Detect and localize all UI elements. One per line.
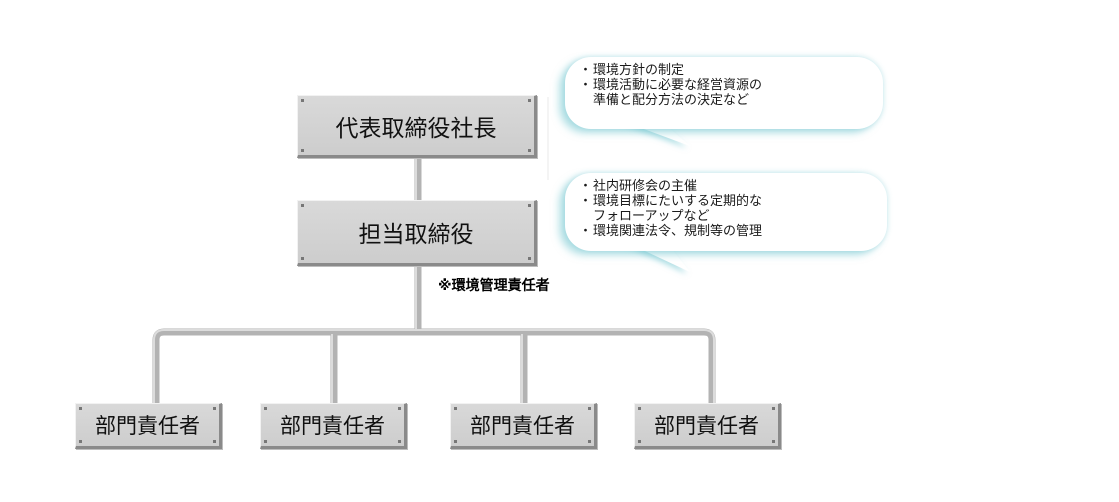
president-label: 代表取締役社長 xyxy=(335,115,497,142)
bubble-line: ・環境目標にたいする定期的な xyxy=(579,194,877,209)
bubble-text: 環境関連法令、規制等の管理 xyxy=(593,224,763,239)
connector-bus xyxy=(152,328,716,408)
department-box: 部門責任者 xyxy=(450,403,597,449)
speech-bubble-director-duties: ・社内研修会の主催 ・環境目標にたいする定期的な フォローアップなど ・環境関連… xyxy=(565,173,887,251)
department-label: 部門責任者 xyxy=(280,414,385,438)
bubble-line: フォローアップなど xyxy=(579,209,877,224)
bubble-line: 準備と配分方法の決定など xyxy=(579,93,873,108)
bullet: ・ xyxy=(579,63,593,78)
bullet: ・ xyxy=(579,224,593,239)
bubble-text: フォローアップなど xyxy=(593,209,710,224)
department-label: 部門責任者 xyxy=(654,414,759,438)
bullet: ・ xyxy=(579,78,593,93)
bubble-text: 環境目標にたいする定期的な xyxy=(593,194,763,209)
bullet: ・ xyxy=(579,194,593,209)
bubble-text: 準備と配分方法の決定など xyxy=(593,93,750,108)
bubble-text: 環境方針の制定 xyxy=(593,63,685,78)
bullet: ・ xyxy=(579,179,593,194)
department-box: 部門責任者 xyxy=(634,403,781,449)
bubble-text: 環境活動に必要な経営資源の xyxy=(593,78,763,93)
bubble-line: ・環境活動に必要な経営資源の xyxy=(579,78,873,93)
director-note: ※環境管理責任者 xyxy=(438,278,550,294)
department-label: 部門責任者 xyxy=(95,414,200,438)
department-label: 部門責任者 xyxy=(470,414,575,438)
bubble-line: ・環境方針の制定 xyxy=(579,63,873,78)
department-box: 部門責任者 xyxy=(75,403,222,449)
director-box: 担当取締役 xyxy=(297,200,537,266)
bubble-line: ・環境関連法令、規制等の管理 xyxy=(579,224,877,239)
bubble-line: ・社内研修会の主催 xyxy=(579,179,877,194)
director-label: 担当取締役 xyxy=(358,222,474,248)
bubble-text: 社内研修会の主催 xyxy=(593,179,698,194)
president-box: 代表取締役社長 xyxy=(297,95,537,158)
speech-bubble-president-duties: ・環境方針の制定 ・環境活動に必要な経営資源の 準備と配分方法の決定など xyxy=(565,57,883,129)
department-box: 部門責任者 xyxy=(260,403,407,449)
bubble-2-tail xyxy=(630,244,690,272)
